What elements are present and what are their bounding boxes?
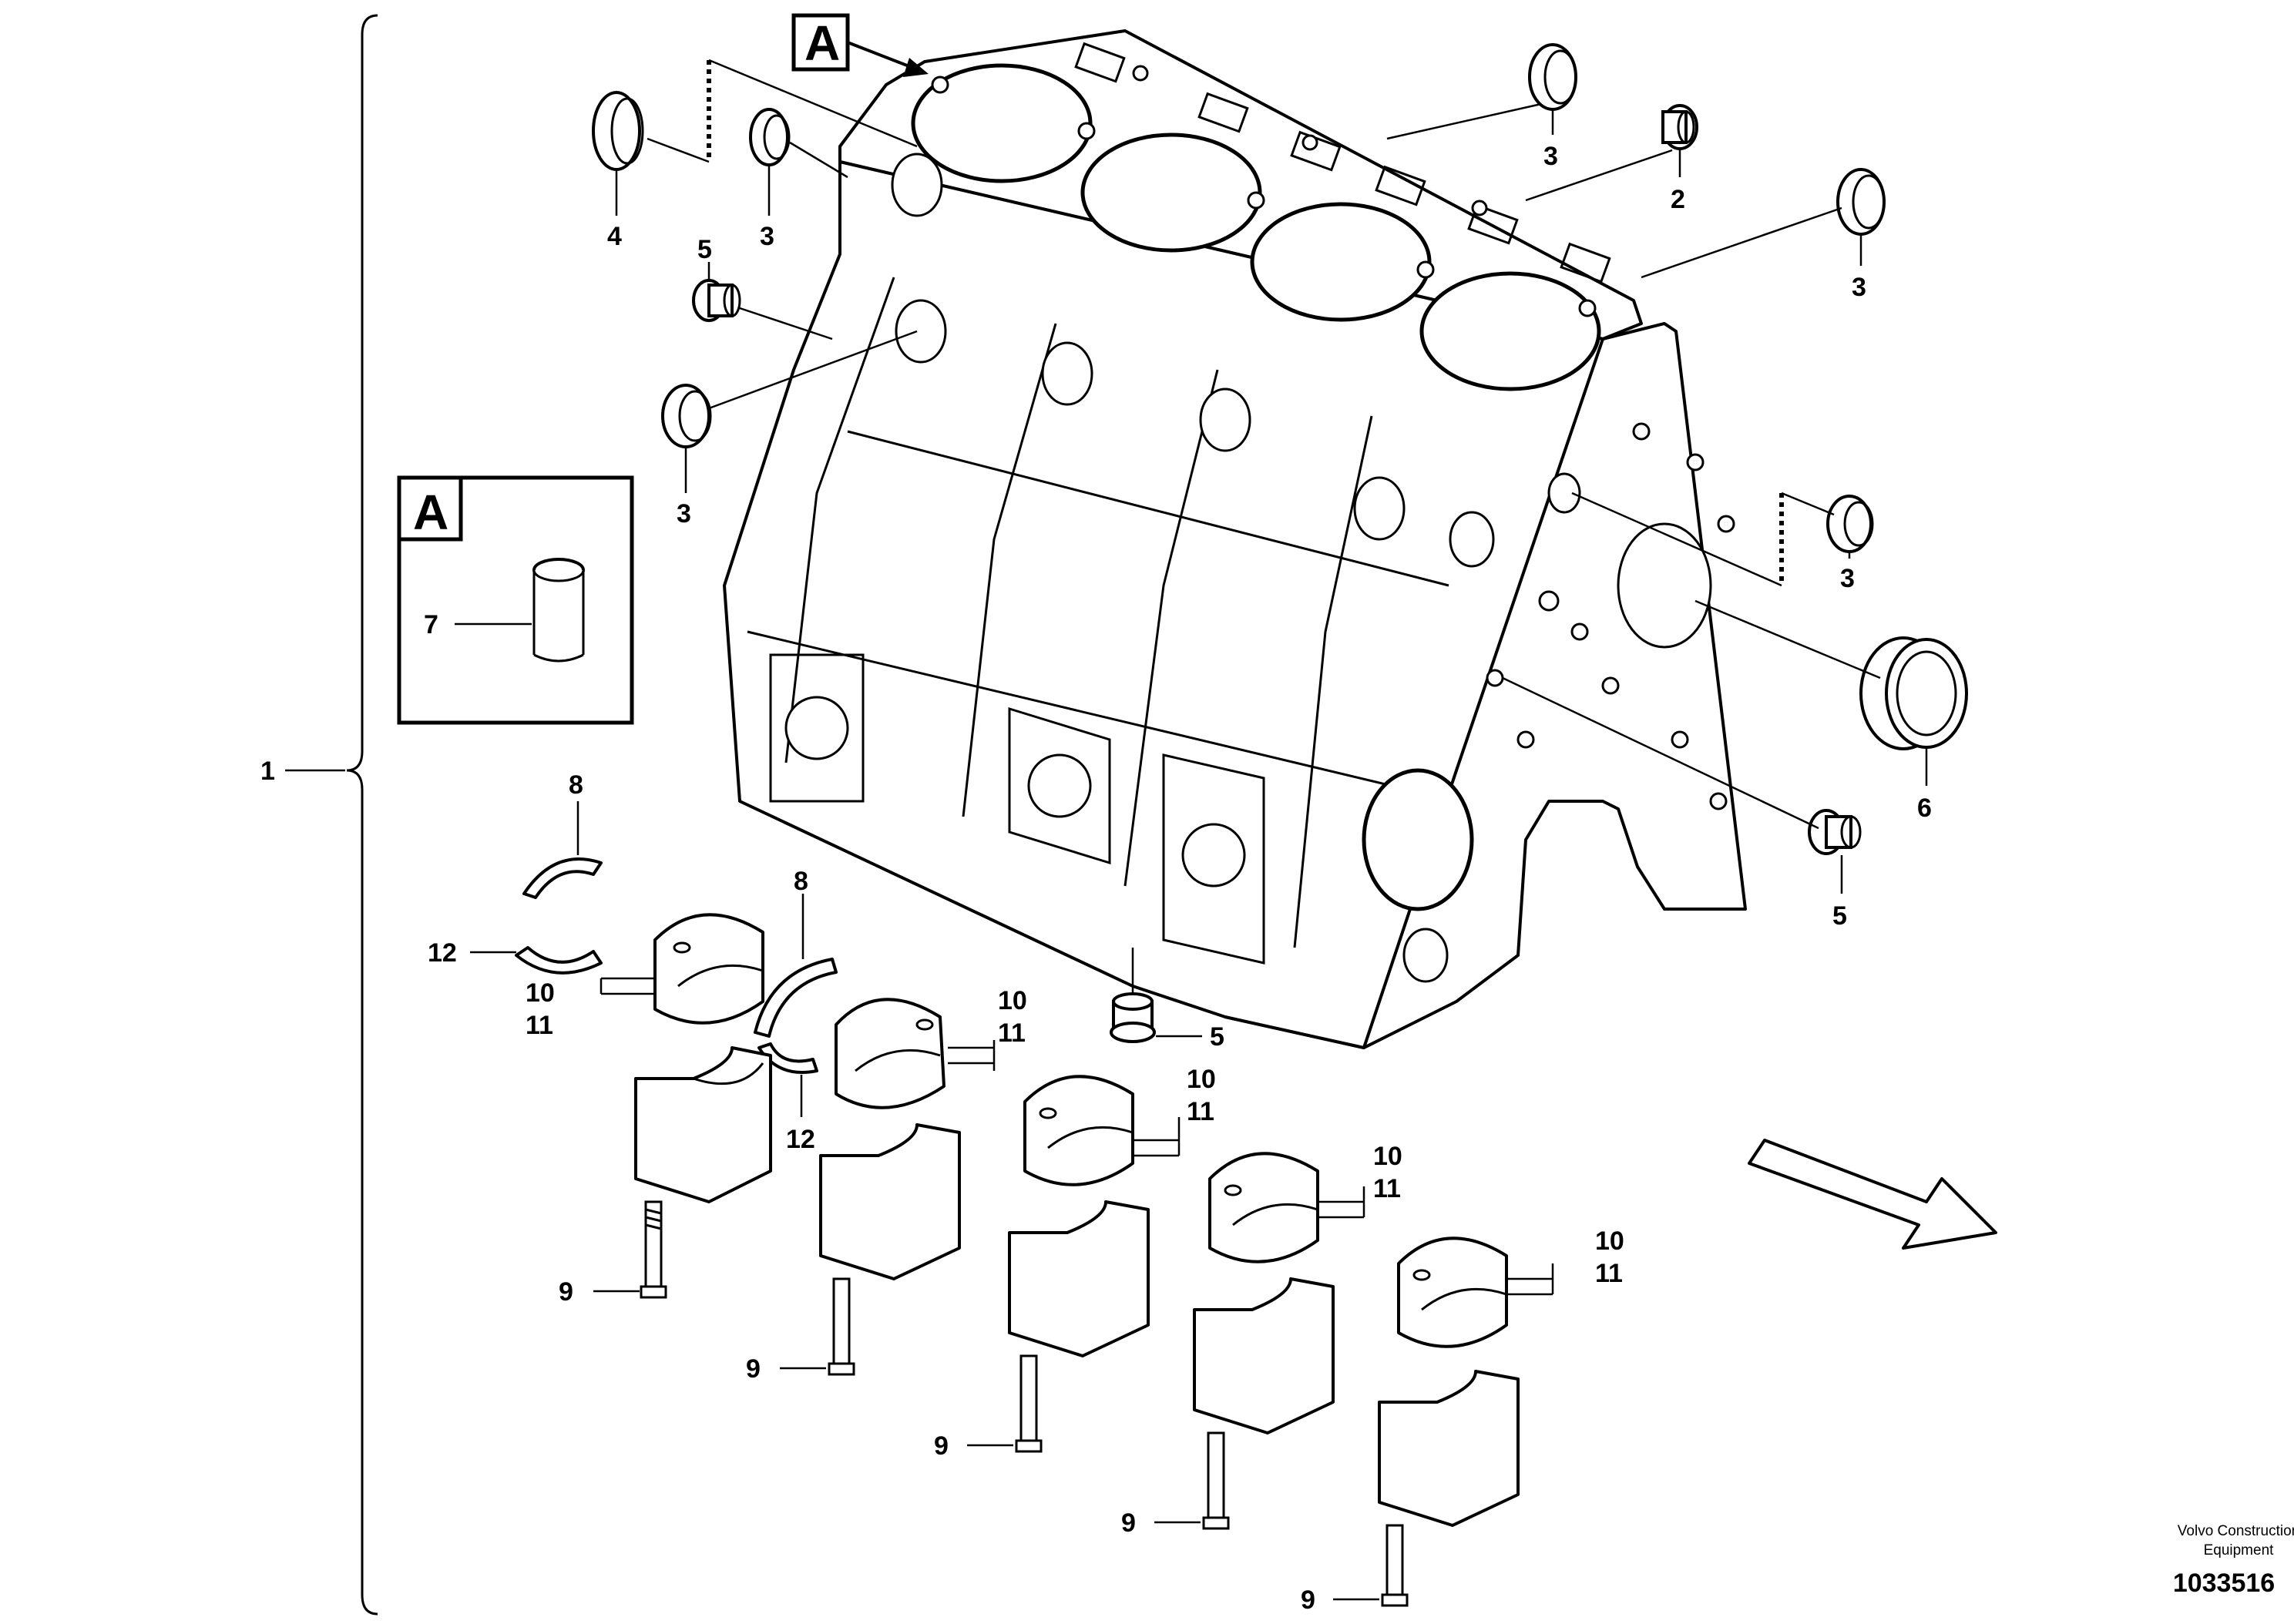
bolt-9-3	[1015, 1354, 1043, 1453]
callout-2: 2	[1671, 185, 1685, 214]
callout-10a: 10	[526, 978, 555, 1008]
bearing-shell-3	[1023, 1075, 1134, 1186]
assembly-bracket	[346, 14, 378, 1616]
detail-box-a-label: A	[413, 485, 448, 540]
bearing-cap-4	[1193, 1277, 1335, 1434]
bearing-shell-1	[653, 913, 764, 1025]
plug-5-right	[1808, 809, 1862, 855]
callout-3e: 3	[1840, 564, 1855, 593]
detail-marker-a-arrow	[847, 41, 918, 71]
bearing-shell-5	[1397, 1236, 1508, 1348]
plug-3-right-lower	[1826, 495, 1874, 553]
callout-9d: 9	[1121, 1508, 1136, 1538]
plug-3-left	[661, 384, 712, 448]
brand-line-1: Volvo Construction	[2178, 1523, 2294, 1539]
callout-10d: 10	[1373, 1142, 1402, 1171]
dowel-pin-7	[532, 558, 585, 663]
thrust-washer-middle	[754, 958, 838, 1074]
callout-5a: 5	[697, 235, 712, 264]
document-number: 1033516	[2173, 1569, 2275, 1598]
callout-11e: 11	[1595, 1259, 1623, 1288]
plug-5-bottom	[1110, 992, 1156, 1043]
bearing-cap-3	[1008, 1200, 1150, 1357]
bearing-shell-4	[1208, 1152, 1319, 1263]
callout-3a: 3	[760, 222, 774, 251]
callout-11a: 11	[526, 1011, 553, 1040]
callout-10b: 10	[998, 986, 1027, 1015]
callout-1: 1	[260, 757, 275, 786]
callout-12a: 12	[428, 938, 457, 968]
plug-4	[592, 91, 644, 171]
callout-9b: 9	[746, 1354, 761, 1384]
bearing-cap-5	[1378, 1370, 1520, 1527]
plug-3-top-right	[1528, 43, 1577, 111]
callout-8a: 8	[569, 770, 583, 800]
plug-3-top	[749, 108, 791, 166]
callout-11c: 11	[1187, 1097, 1214, 1126]
bolt-9-2	[828, 1277, 855, 1376]
bearing-shell-2	[835, 998, 945, 1109]
callout-9a: 9	[559, 1277, 573, 1307]
callout-3d: 3	[1852, 273, 1866, 302]
callout-11d: 11	[1373, 1174, 1401, 1203]
callout-9c: 9	[934, 1431, 949, 1461]
callout-3b: 3	[677, 499, 691, 528]
bolt-9-5	[1381, 1524, 1409, 1607]
callout-10c: 10	[1187, 1065, 1216, 1094]
detail-marker-a-label: A	[804, 15, 840, 71]
detail-marker-a	[791, 13, 850, 72]
thrust-washer-upper-left	[515, 857, 603, 975]
callout-11b: 11	[998, 1018, 1026, 1048]
bearing-cap-2	[819, 1123, 961, 1280]
bolt-9-4	[1202, 1431, 1230, 1530]
engine-block	[723, 29, 1747, 1049]
callout-5c: 5	[1210, 1022, 1224, 1052]
callout-8b: 8	[794, 867, 808, 896]
bolt-9-1	[640, 1200, 667, 1299]
callout-4: 4	[607, 222, 622, 251]
callout-10e: 10	[1595, 1226, 1624, 1256]
plug-5-left	[692, 279, 741, 322]
callout-7: 7	[424, 610, 438, 639]
plug-3-right	[1836, 168, 1886, 236]
callout-9e: 9	[1301, 1585, 1315, 1615]
plug-2	[1661, 104, 1698, 150]
callout-5b: 5	[1832, 901, 1847, 931]
callout-6: 6	[1917, 794, 1932, 823]
callout-12b: 12	[786, 1125, 815, 1154]
callout-3c: 3	[1543, 142, 1558, 171]
brand-line-2: Equipment	[2204, 1542, 2275, 1559]
direction-arrow	[1748, 1139, 1997, 1250]
seal-6	[1859, 636, 1968, 750]
bearing-cap-1	[634, 1046, 772, 1203]
